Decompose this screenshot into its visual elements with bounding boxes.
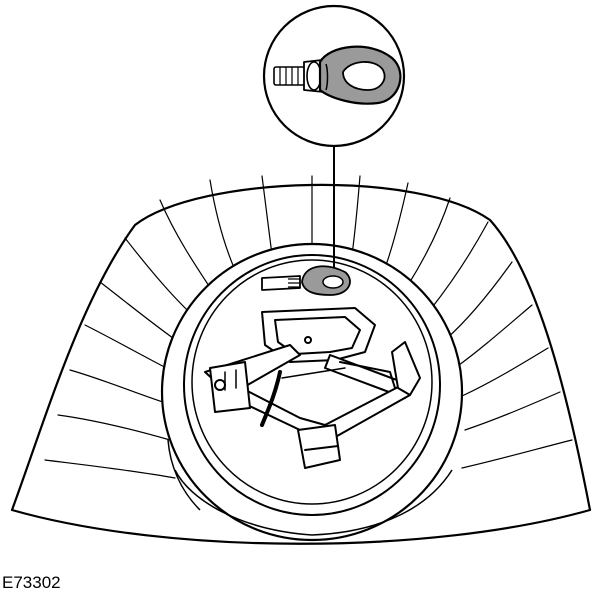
towing-eye-thread <box>273 66 307 86</box>
jack-screw <box>260 370 282 427</box>
towing-eye-in-situ <box>261 265 351 296</box>
jack-top-saddle <box>209 361 251 413</box>
rim-mid-ring <box>183 254 441 516</box>
scissor-jack <box>204 307 421 469</box>
figure-reference-code: E73302 <box>2 573 61 592</box>
callout-detail <box>262 4 406 148</box>
wheel-rim <box>160 242 464 542</box>
rim-inner-ring <box>191 259 433 505</box>
jack-handle <box>391 341 421 396</box>
rim-outer-ring <box>160 242 464 542</box>
